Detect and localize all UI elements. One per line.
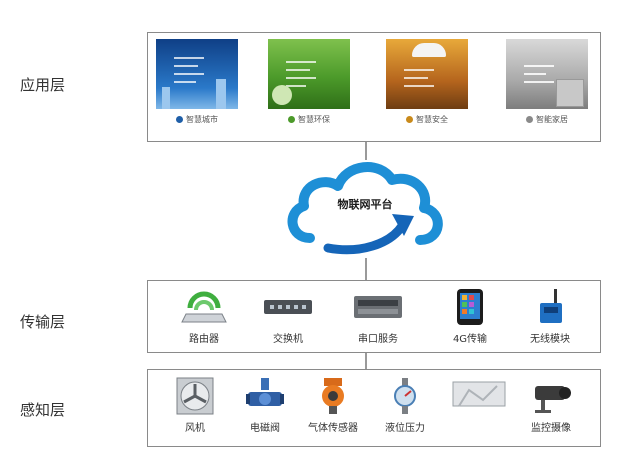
app-caption-smart-environment: 智慧环保 (268, 114, 350, 125)
platform-label: 物联网平台 (280, 196, 450, 212)
fan-icon (175, 376, 215, 416)
bracket-icon (449, 376, 509, 416)
application-layer-box: 智慧城市 智慧环保 智慧安全 (147, 32, 601, 142)
layer-label-transport: 传输层 (20, 311, 65, 332)
device-label: 无线模块 (510, 330, 590, 345)
switch-icon (262, 292, 314, 322)
connector-transport-perception (365, 353, 367, 369)
sensor-fan: 风机 (160, 376, 230, 434)
smart-environment-image (268, 39, 350, 109)
smart-home-image (506, 39, 588, 109)
gas-sensor-icon (316, 376, 350, 416)
sensor-label: 液位压力 (370, 419, 440, 434)
valve-icon (244, 376, 286, 416)
house-icon (526, 116, 533, 123)
device-4g: 4G传输 (430, 287, 510, 345)
sensor-bracket (444, 376, 514, 419)
device-router: 路由器 (164, 287, 244, 345)
app-card-smart-home: 智能家居 (506, 39, 588, 133)
pressure-gauge-icon (388, 376, 422, 416)
app-caption-smart-city: 智慧城市 (156, 114, 238, 125)
building-icon (176, 116, 183, 123)
device-label: 路由器 (164, 330, 244, 345)
sensor-camera: 监控摄像 (516, 376, 586, 434)
app-card-smart-environment: 智慧环保 (268, 39, 350, 133)
device-wireless-module: 无线模块 (510, 287, 590, 345)
device-label: 交换机 (248, 330, 328, 345)
router-icon (180, 288, 228, 326)
sensor-gas: 气体传感器 (298, 376, 368, 434)
device-serial-server: 串口服务 (338, 287, 418, 345)
device-label: 4G传输 (430, 330, 510, 345)
phone-4g-icon (447, 287, 493, 327)
device-switch: 交换机 (248, 287, 328, 345)
app-caption-smart-home: 智能家居 (506, 114, 588, 125)
camera-icon (527, 376, 575, 416)
sensor-label: 气体传感器 (298, 419, 368, 434)
device-label: 串口服务 (338, 330, 418, 345)
serial-server-icon (352, 290, 404, 324)
app-card-smart-city: 智慧城市 (156, 39, 238, 133)
app-card-smart-safety: 智慧安全 (386, 39, 468, 133)
layer-label-application: 应用层 (20, 74, 65, 95)
wireless-module-icon (530, 287, 570, 327)
sensor-label: 风机 (160, 419, 230, 434)
leaf-icon (288, 116, 295, 123)
helmet-icon (406, 116, 413, 123)
sensor-label: 电磁阀 (230, 419, 300, 434)
smart-city-image (156, 39, 238, 109)
smart-safety-image (386, 39, 468, 109)
perception-layer-box: 风机 电磁阀 气体传感器 (147, 369, 601, 447)
sensor-level-pressure: 液位压力 (370, 376, 440, 434)
layer-label-perception: 感知层 (20, 399, 65, 420)
transport-layer-box: 路由器 交换机 串口服务 (147, 280, 601, 353)
sensor-solenoid-valve: 电磁阀 (230, 376, 300, 434)
app-caption-smart-safety: 智慧安全 (386, 114, 468, 125)
iot-platform-cloud: 物联网平台 (280, 150, 450, 265)
sensor-label: 监控摄像 (516, 419, 586, 434)
